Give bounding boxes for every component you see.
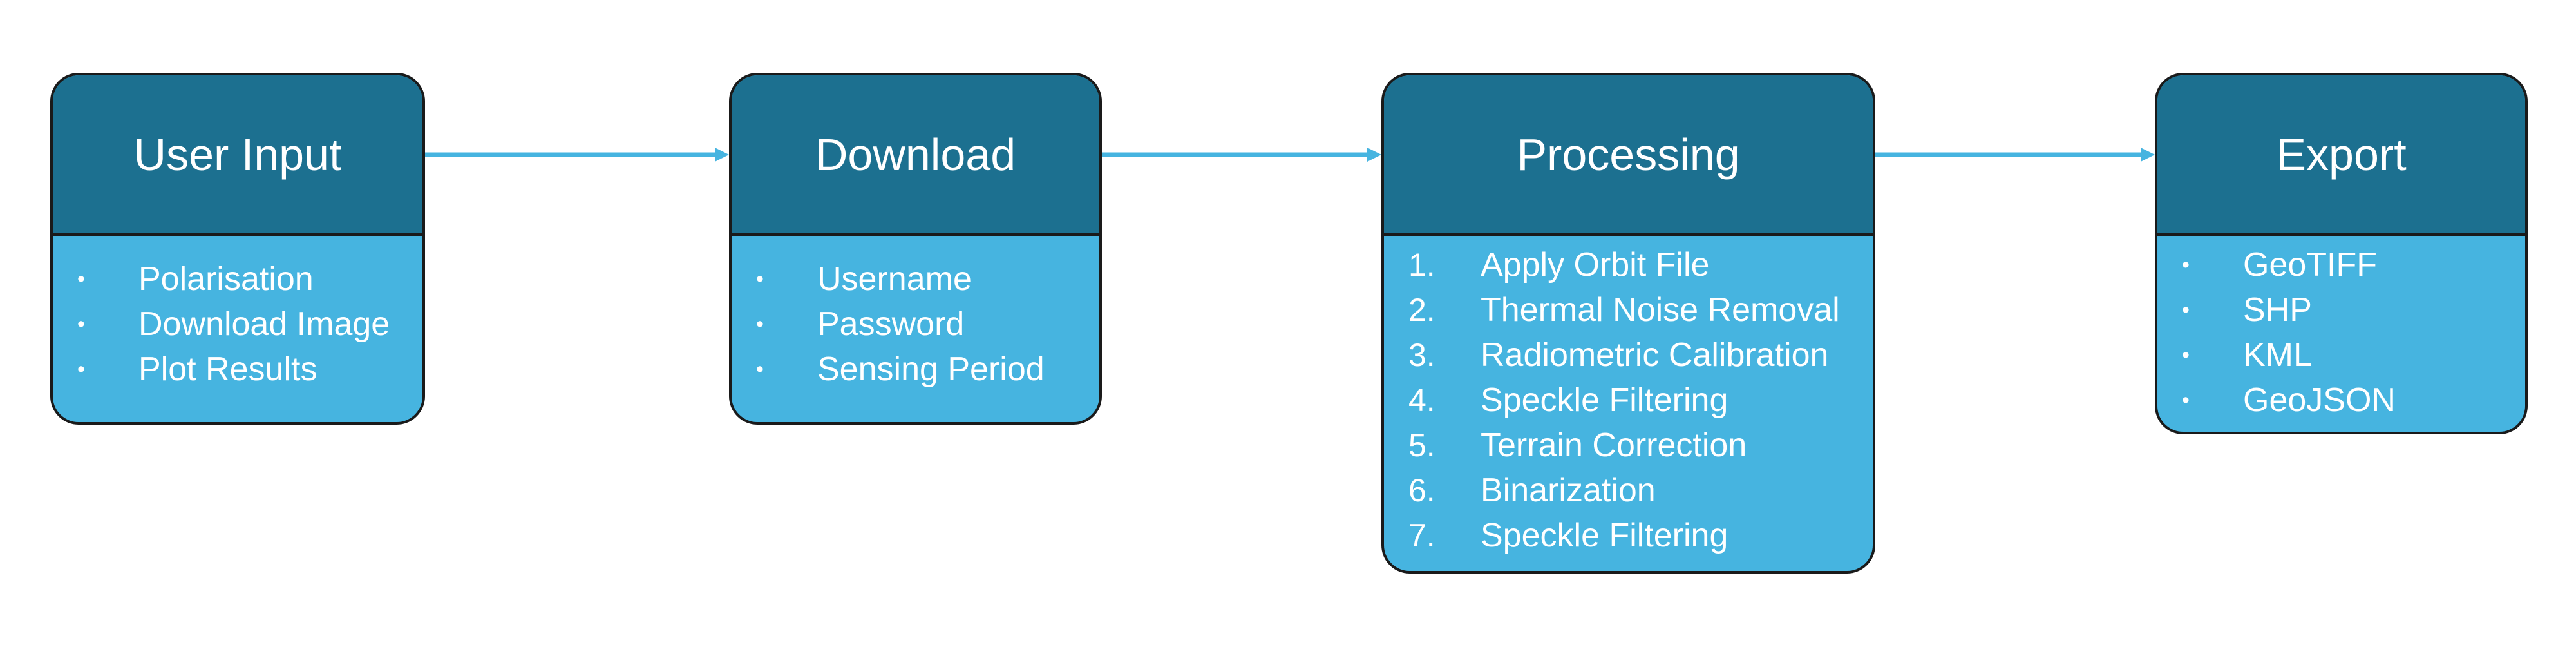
list-item: 6.Binarization <box>1408 472 1656 509</box>
list-item: 4.Speckle Filtering <box>1408 381 1728 419</box>
list-item: •GeoTIFF <box>2182 246 2378 284</box>
list-item: 2.Thermal Noise Removal <box>1408 291 1840 329</box>
list-item: •Username <box>756 260 972 298</box>
arrowhead-download <box>715 148 729 162</box>
step-title: Processing <box>1384 75 1873 236</box>
step-export: Export •GeoTIFF •SHP •KML •GeoJSON <box>2155 73 2528 434</box>
step-item-list: •Polarisation •Download Image •Plot Resu… <box>53 236 422 392</box>
list-item: •KML <box>2182 336 2312 374</box>
list-item: •Sensing Period <box>756 351 1045 388</box>
list-item: •Password <box>756 305 965 343</box>
step-download: Download •Username •Password •Sensing Pe… <box>729 73 1102 425</box>
list-item: 5.Terrain Correction <box>1408 427 1747 464</box>
list-item: •SHP <box>2182 291 2312 329</box>
step-title: Export <box>2157 75 2525 236</box>
list-item: •GeoJSON <box>2182 381 2396 419</box>
list-item: •Plot Results <box>77 351 317 388</box>
step-item-list: •GeoTIFF •SHP •KML •GeoJSON <box>2157 236 2525 423</box>
list-item: •Download Image <box>77 305 390 343</box>
arrowhead-export <box>2141 148 2155 162</box>
list-item: 1.Apply Orbit File <box>1408 246 1710 284</box>
step-title: Download <box>732 75 1099 236</box>
list-item: 3.Radiometric Calibration <box>1408 336 1829 374</box>
list-item: •Polarisation <box>77 260 314 298</box>
arrowhead-processing <box>1367 148 1381 162</box>
step-title: User Input <box>53 75 422 236</box>
list-item: 7.Speckle Filtering <box>1408 517 1728 554</box>
step-item-list: 1.Apply Orbit File 2.Thermal Noise Remov… <box>1384 236 1873 558</box>
step-processing: Processing 1.Apply Orbit File 2.Thermal … <box>1381 73 1875 574</box>
step-user-input: User Input •Polarisation •Download Image… <box>50 73 425 425</box>
step-item-list: •Username •Password •Sensing Period <box>732 236 1099 392</box>
